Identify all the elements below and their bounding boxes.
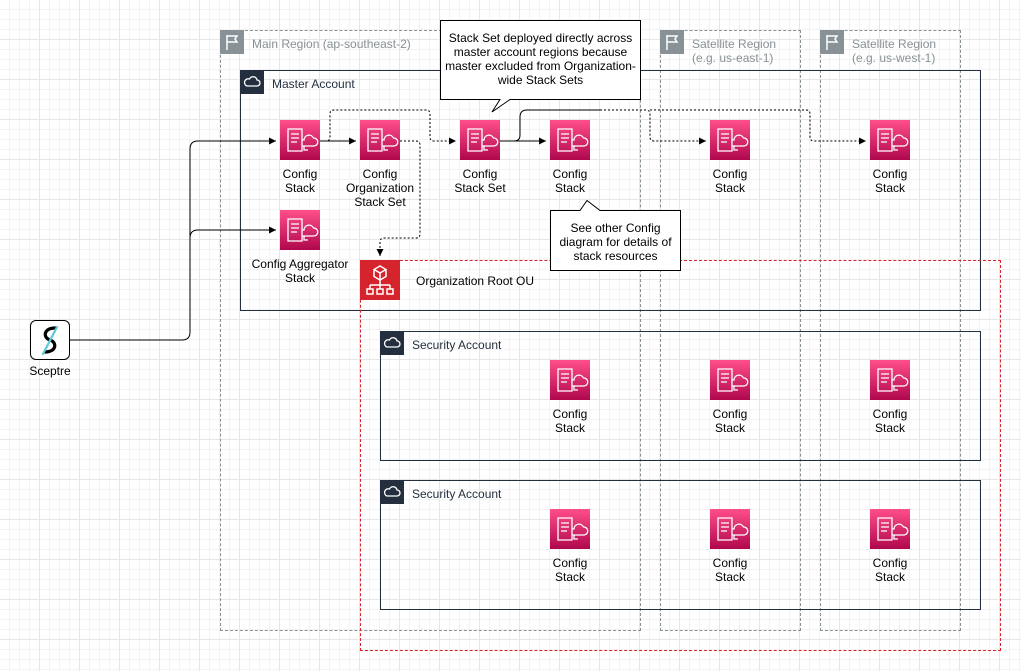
- config-stack-label: Config Stack: [712, 407, 748, 435]
- config-stack-set-label: Config Stack Set: [454, 167, 506, 195]
- stack-set-to-satellite2-line: [650, 109, 866, 145]
- cloudformation-icon[interactable]: [280, 120, 320, 160]
- config-stack-label: Config Stack: [552, 556, 588, 584]
- cloudformation-icon[interactable]: [870, 120, 910, 160]
- cloudformation-icon[interactable]: [460, 120, 500, 160]
- cloudformation-icon[interactable]: [550, 360, 590, 400]
- sceptre-label: Sceptre: [29, 364, 71, 378]
- cloudformation-icon[interactable]: [870, 360, 910, 400]
- config-stack-label: Config Stack: [872, 167, 908, 195]
- ou-title: Organization Root OU: [416, 274, 535, 288]
- callout-bottom: See other Config diagram for details of …: [550, 200, 681, 271]
- config-stack-to-stack-set-line: [320, 109, 456, 145]
- cloudformation-icon[interactable]: [280, 210, 320, 250]
- security-account-1-title: Security Account: [412, 338, 502, 352]
- region-flag-icon: [660, 30, 684, 54]
- region-flag-icon: [220, 30, 244, 54]
- config-org-stack-set-label: Config Organization Stack Set: [345, 167, 415, 209]
- security-account-2: [380, 480, 981, 610]
- sceptre-to-config-stack-line: [70, 137, 276, 341]
- cloudformation-icon[interactable]: [710, 509, 750, 549]
- organizations-icon: [360, 260, 400, 300]
- config-stack-label: Config Stack: [712, 167, 748, 195]
- cloud-icon: [240, 70, 264, 94]
- satellite-region-2: [820, 30, 961, 631]
- cloudformation-icon[interactable]: [870, 509, 910, 549]
- cloudformation-icon[interactable]: [550, 509, 590, 549]
- config-stack-label: Config Stack: [552, 167, 588, 195]
- config-stack-label: Config Stack: [872, 556, 908, 584]
- cloudformation-icon[interactable]: [710, 120, 750, 160]
- master-account-title: Master Account: [272, 77, 355, 91]
- config-aggregator-stack-label: Config Aggregator Stack: [251, 257, 349, 285]
- satellite-region-2-title: Satellite Region (e.g. us-west-1): [852, 37, 937, 65]
- config-stack-label: Config Stack: [872, 407, 908, 435]
- security-account-2-title: Security Account: [412, 487, 502, 501]
- main-region-title: Main Region (ap-southeast-2): [252, 37, 411, 51]
- callout-bottom-text: See other Config diagram for details of …: [559, 221, 672, 263]
- sceptre-to-aggregator-line: [189, 226, 276, 240]
- stack-set-to-satellite1-line: [600, 109, 706, 145]
- main-region: [220, 30, 641, 631]
- security-account-1: [380, 331, 981, 461]
- satellite-region-1-title: Satellite Region (e.g. us-east-1): [692, 37, 777, 65]
- callout-top-text: Stack Set deployed directly across maste…: [445, 31, 636, 87]
- sceptre-icon[interactable]: [30, 320, 70, 360]
- callout-top: Stack Set deployed directly across maste…: [440, 20, 641, 113]
- config-stack-label: Config Stack: [552, 407, 588, 435]
- region-flag-icon: [820, 30, 844, 54]
- stack-set-deploy-line: [500, 109, 600, 142]
- cloudformation-icon[interactable]: [360, 120, 400, 160]
- cloudformation-icon[interactable]: [710, 360, 750, 400]
- cloudformation-icon[interactable]: [550, 120, 590, 160]
- cloud-icon: [380, 331, 404, 355]
- config-stack-label: Config Stack: [282, 167, 318, 195]
- satellite-region-1: [660, 30, 801, 631]
- org-stack-set-to-ou-line: [376, 140, 421, 256]
- config-stack-label: Config Stack: [712, 556, 748, 584]
- cloud-icon: [380, 480, 404, 504]
